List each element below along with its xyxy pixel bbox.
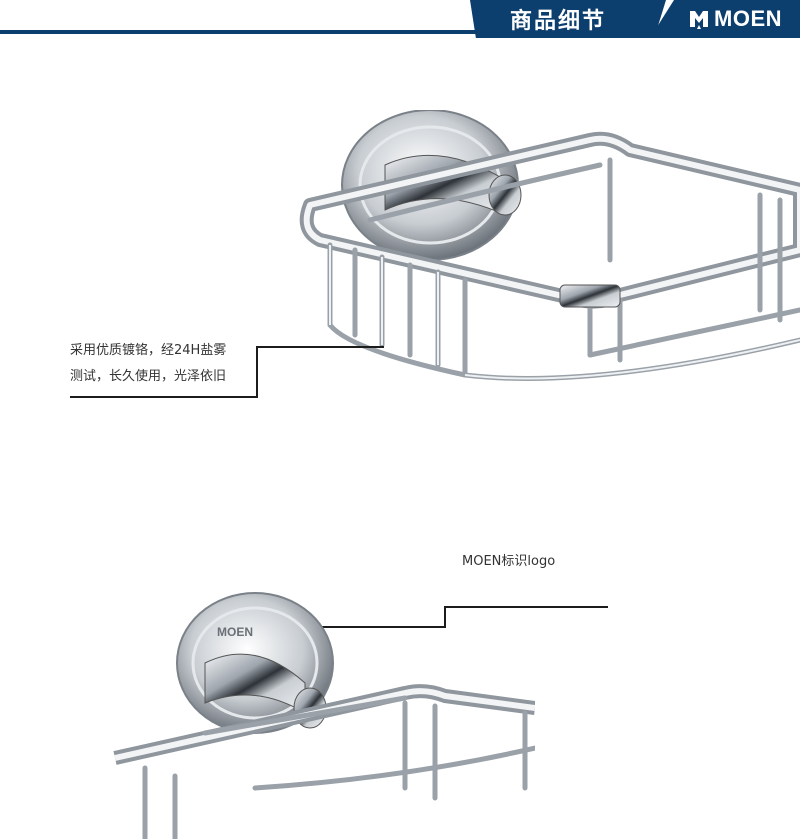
plating-leader-vertical — [256, 346, 258, 398]
plating-underline — [70, 396, 258, 398]
plating-callout-line2: 测试，长久使用，光泽依旧 — [70, 369, 227, 384]
plating-callout-line1: 采用优质镀铬，经24H盐雾 — [70, 343, 227, 358]
moen-logo-icon — [690, 11, 708, 29]
logo-leader-vertical — [444, 606, 446, 628]
plating-callout: 采用优质镀铬，经24H盐雾 测试，长久使用，光泽依旧 — [70, 338, 260, 390]
header-line — [0, 30, 800, 34]
soap-basket-logo-closeup-image: MOEN — [113, 592, 535, 839]
page-title: 商品细节 — [510, 8, 607, 34]
embossed-logo-text: MOEN — [217, 625, 253, 639]
brand-logo-panel — [650, 0, 800, 38]
brand-name: MOEN — [714, 6, 782, 31]
soap-basket-closeup-image — [299, 110, 800, 381]
plating-leader-horizontal — [256, 346, 384, 348]
header-title-tab — [470, 0, 666, 38]
logo-leader-top — [444, 606, 608, 608]
logo-leader-bottom — [290, 626, 446, 628]
logo-callout: MOEN标识logo — [462, 554, 556, 569]
